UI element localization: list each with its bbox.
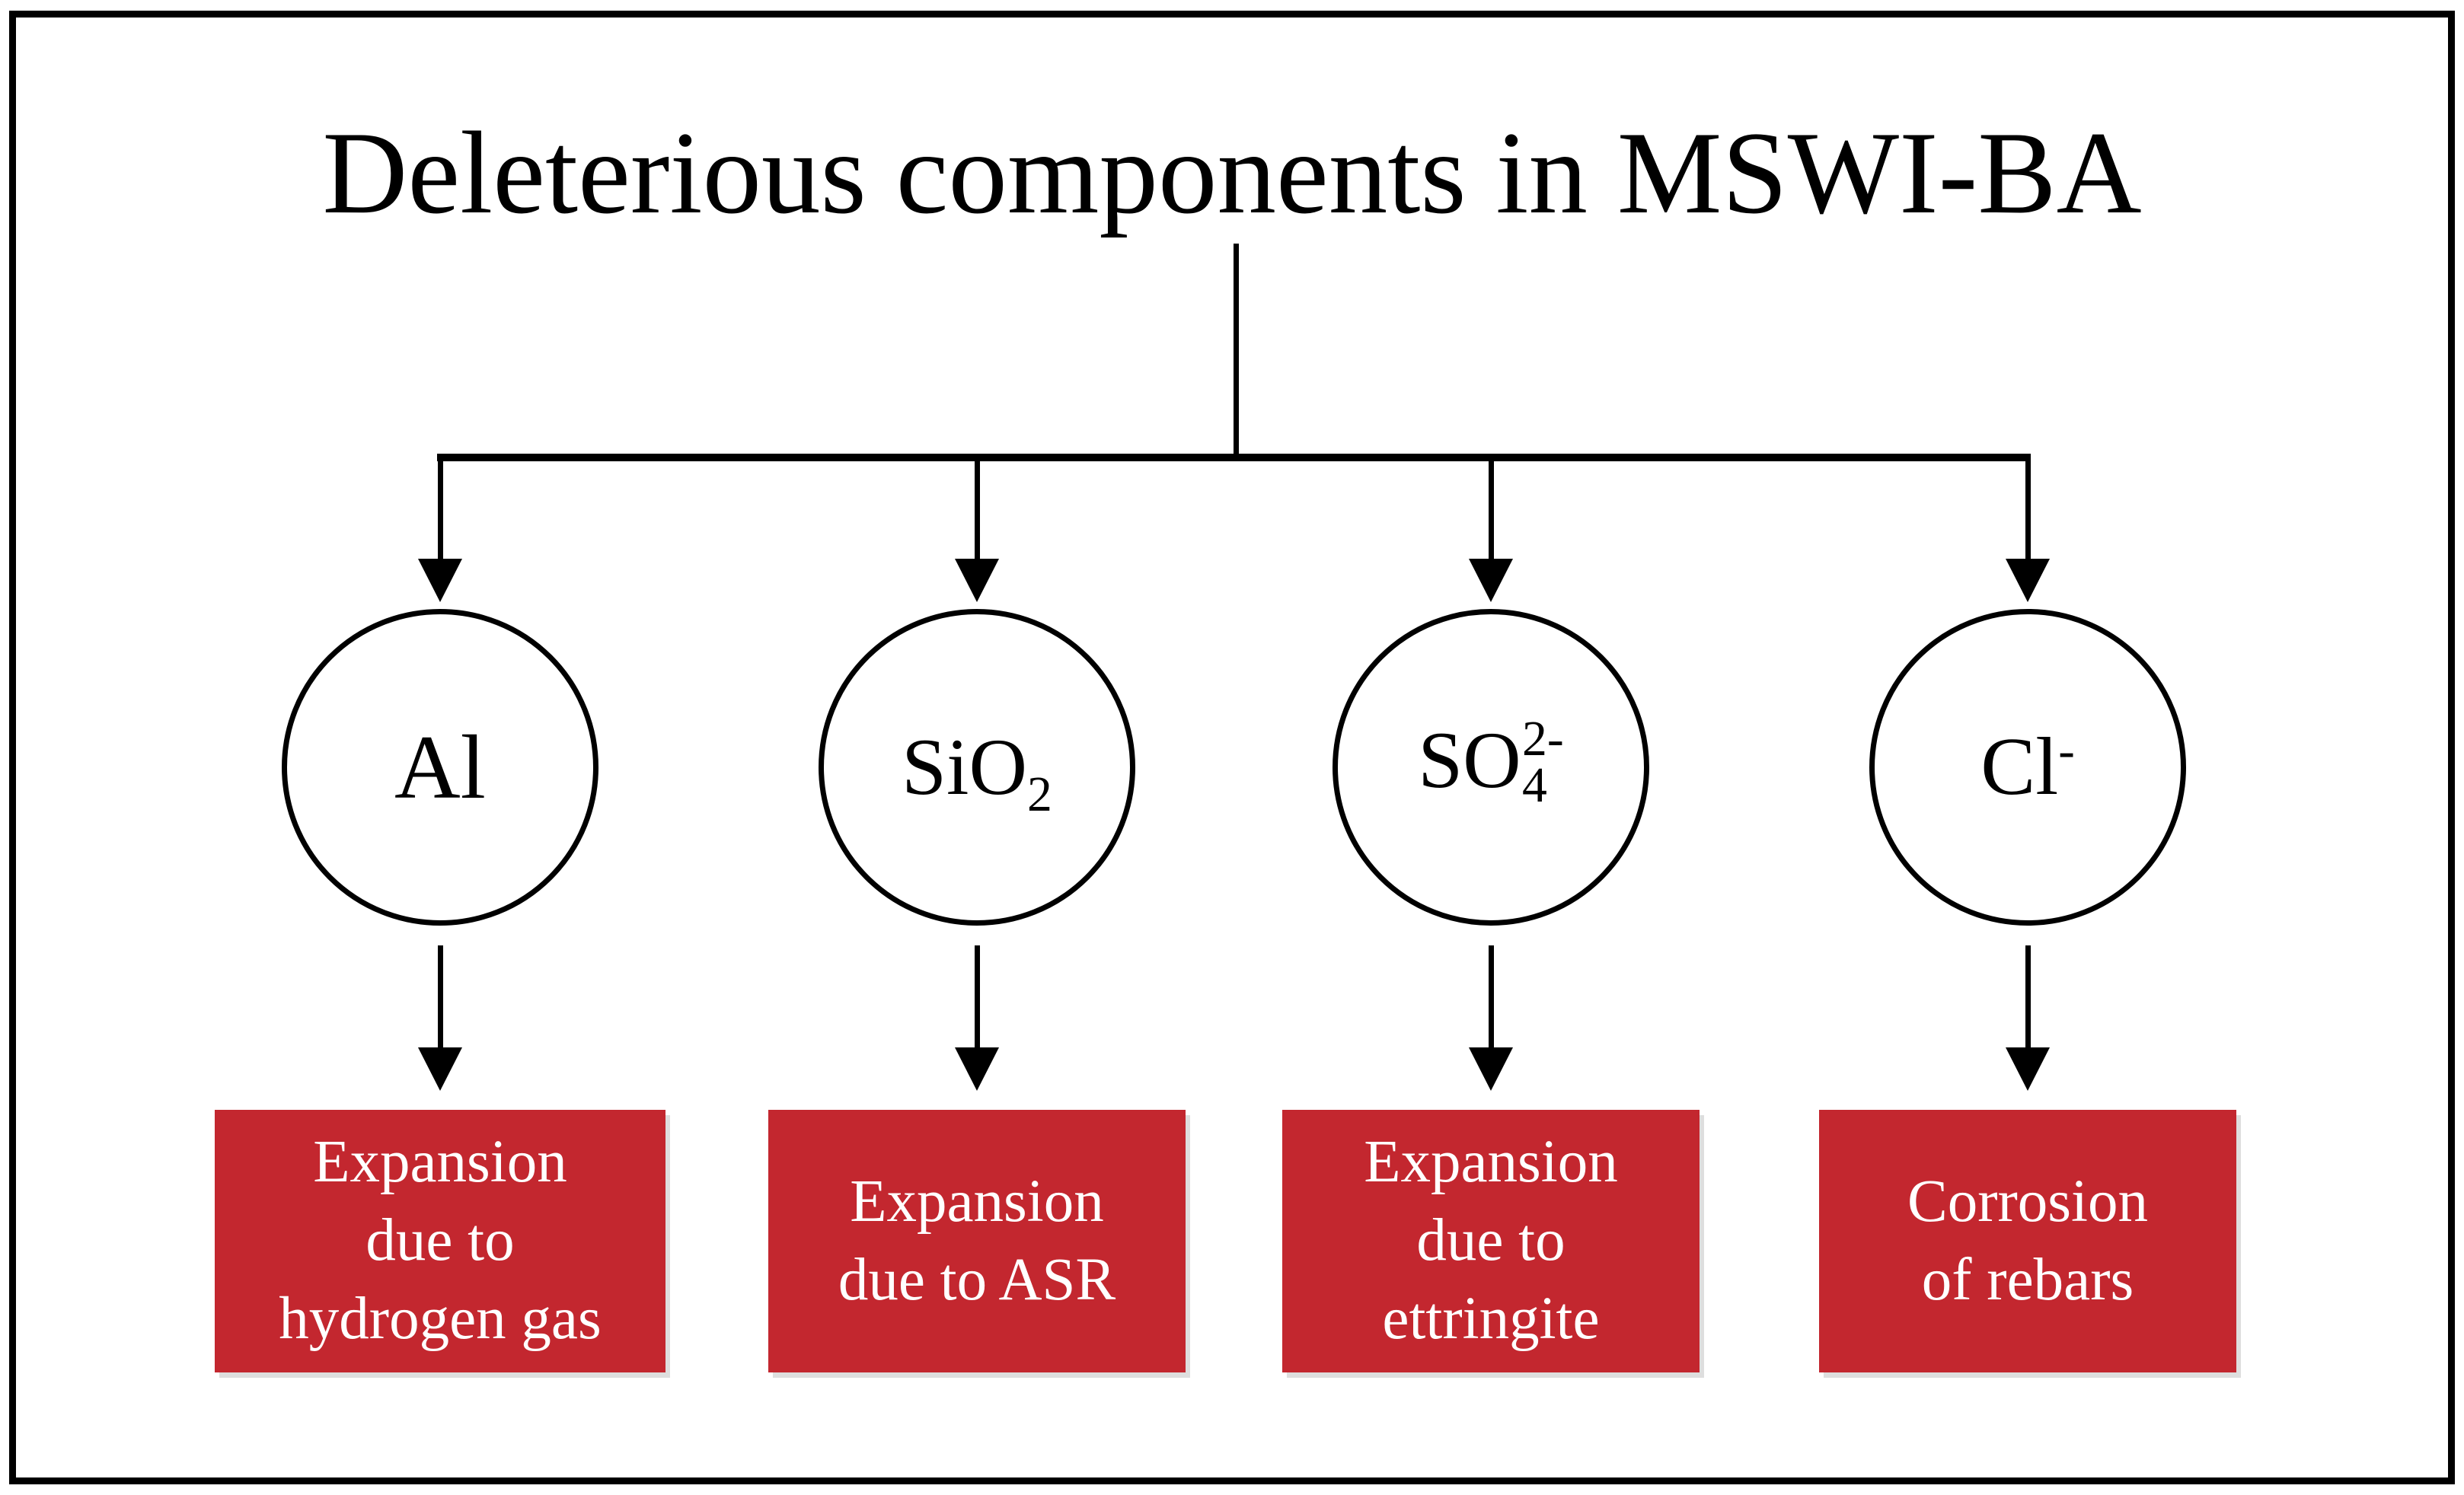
branch-arrow-line-cl <box>2025 460 2031 560</box>
formula-main: SO <box>1418 715 1521 805</box>
arrow-down-icon <box>2006 559 2050 602</box>
effect-text: Expansion due to ettringite <box>1364 1129 1618 1352</box>
branch-horizontal-line <box>437 454 2031 461</box>
effect-arrow-line-so4 <box>1489 945 1494 1049</box>
effect-box-ettringite-expansion: Expansion due to ettringite <box>1282 1110 1700 1372</box>
effect-box-rebar-corrosion: Corrosion of rebars <box>1819 1110 2236 1372</box>
effect-text: Expansion due to ASR <box>838 1168 1116 1313</box>
root-connector-line <box>1234 244 1239 460</box>
formula-sio2: SiO2 <box>902 727 1052 820</box>
figure-title: Deleterious components in MSWI-BA <box>322 107 2142 238</box>
component-circle-sio2: SiO2 <box>819 609 1135 926</box>
formula-subscript: 4 <box>1522 757 1547 813</box>
effect-box-asr-expansion: Expansion due to ASR <box>768 1110 1186 1372</box>
component-circle-cl: Cl- <box>1869 609 2186 926</box>
formula-superscript: 2- <box>1522 711 1564 767</box>
effect-text: Expansion due to hydrogen gas <box>279 1129 602 1352</box>
arrow-down-icon <box>955 1047 999 1091</box>
effect-text: Corrosion of rebars <box>1907 1168 2148 1313</box>
effect-arrow-line-sio2 <box>975 945 980 1049</box>
branch-arrow-line-al <box>438 460 443 560</box>
arrow-down-icon <box>418 1047 462 1091</box>
arrow-down-icon <box>418 559 462 602</box>
formula-al: Al <box>394 722 486 813</box>
branch-arrow-line-so4 <box>1489 460 1494 560</box>
formula-subscript: 2 <box>1027 767 1052 823</box>
arrow-down-icon <box>1469 559 1513 602</box>
component-circle-al: Al <box>282 609 598 926</box>
formula-main: SiO <box>902 722 1028 811</box>
arrow-down-icon <box>2006 1047 2050 1091</box>
effect-arrow-line-cl <box>2025 945 2031 1049</box>
branch-arrow-line-sio2 <box>975 460 980 560</box>
formula-superscript: - <box>2058 723 2075 779</box>
formula-main: Cl <box>1980 722 2059 812</box>
effect-arrow-line-al <box>438 945 443 1049</box>
arrow-down-icon <box>1469 1047 1513 1091</box>
formula-main: Al <box>394 716 486 818</box>
formula-charge-stack: 2-4 <box>1522 711 1564 813</box>
effect-box-hydrogen-expansion: Expansion due to hydrogen gas <box>215 1110 665 1372</box>
arrow-down-icon <box>955 559 999 602</box>
formula-cl: Cl- <box>1980 726 2075 808</box>
